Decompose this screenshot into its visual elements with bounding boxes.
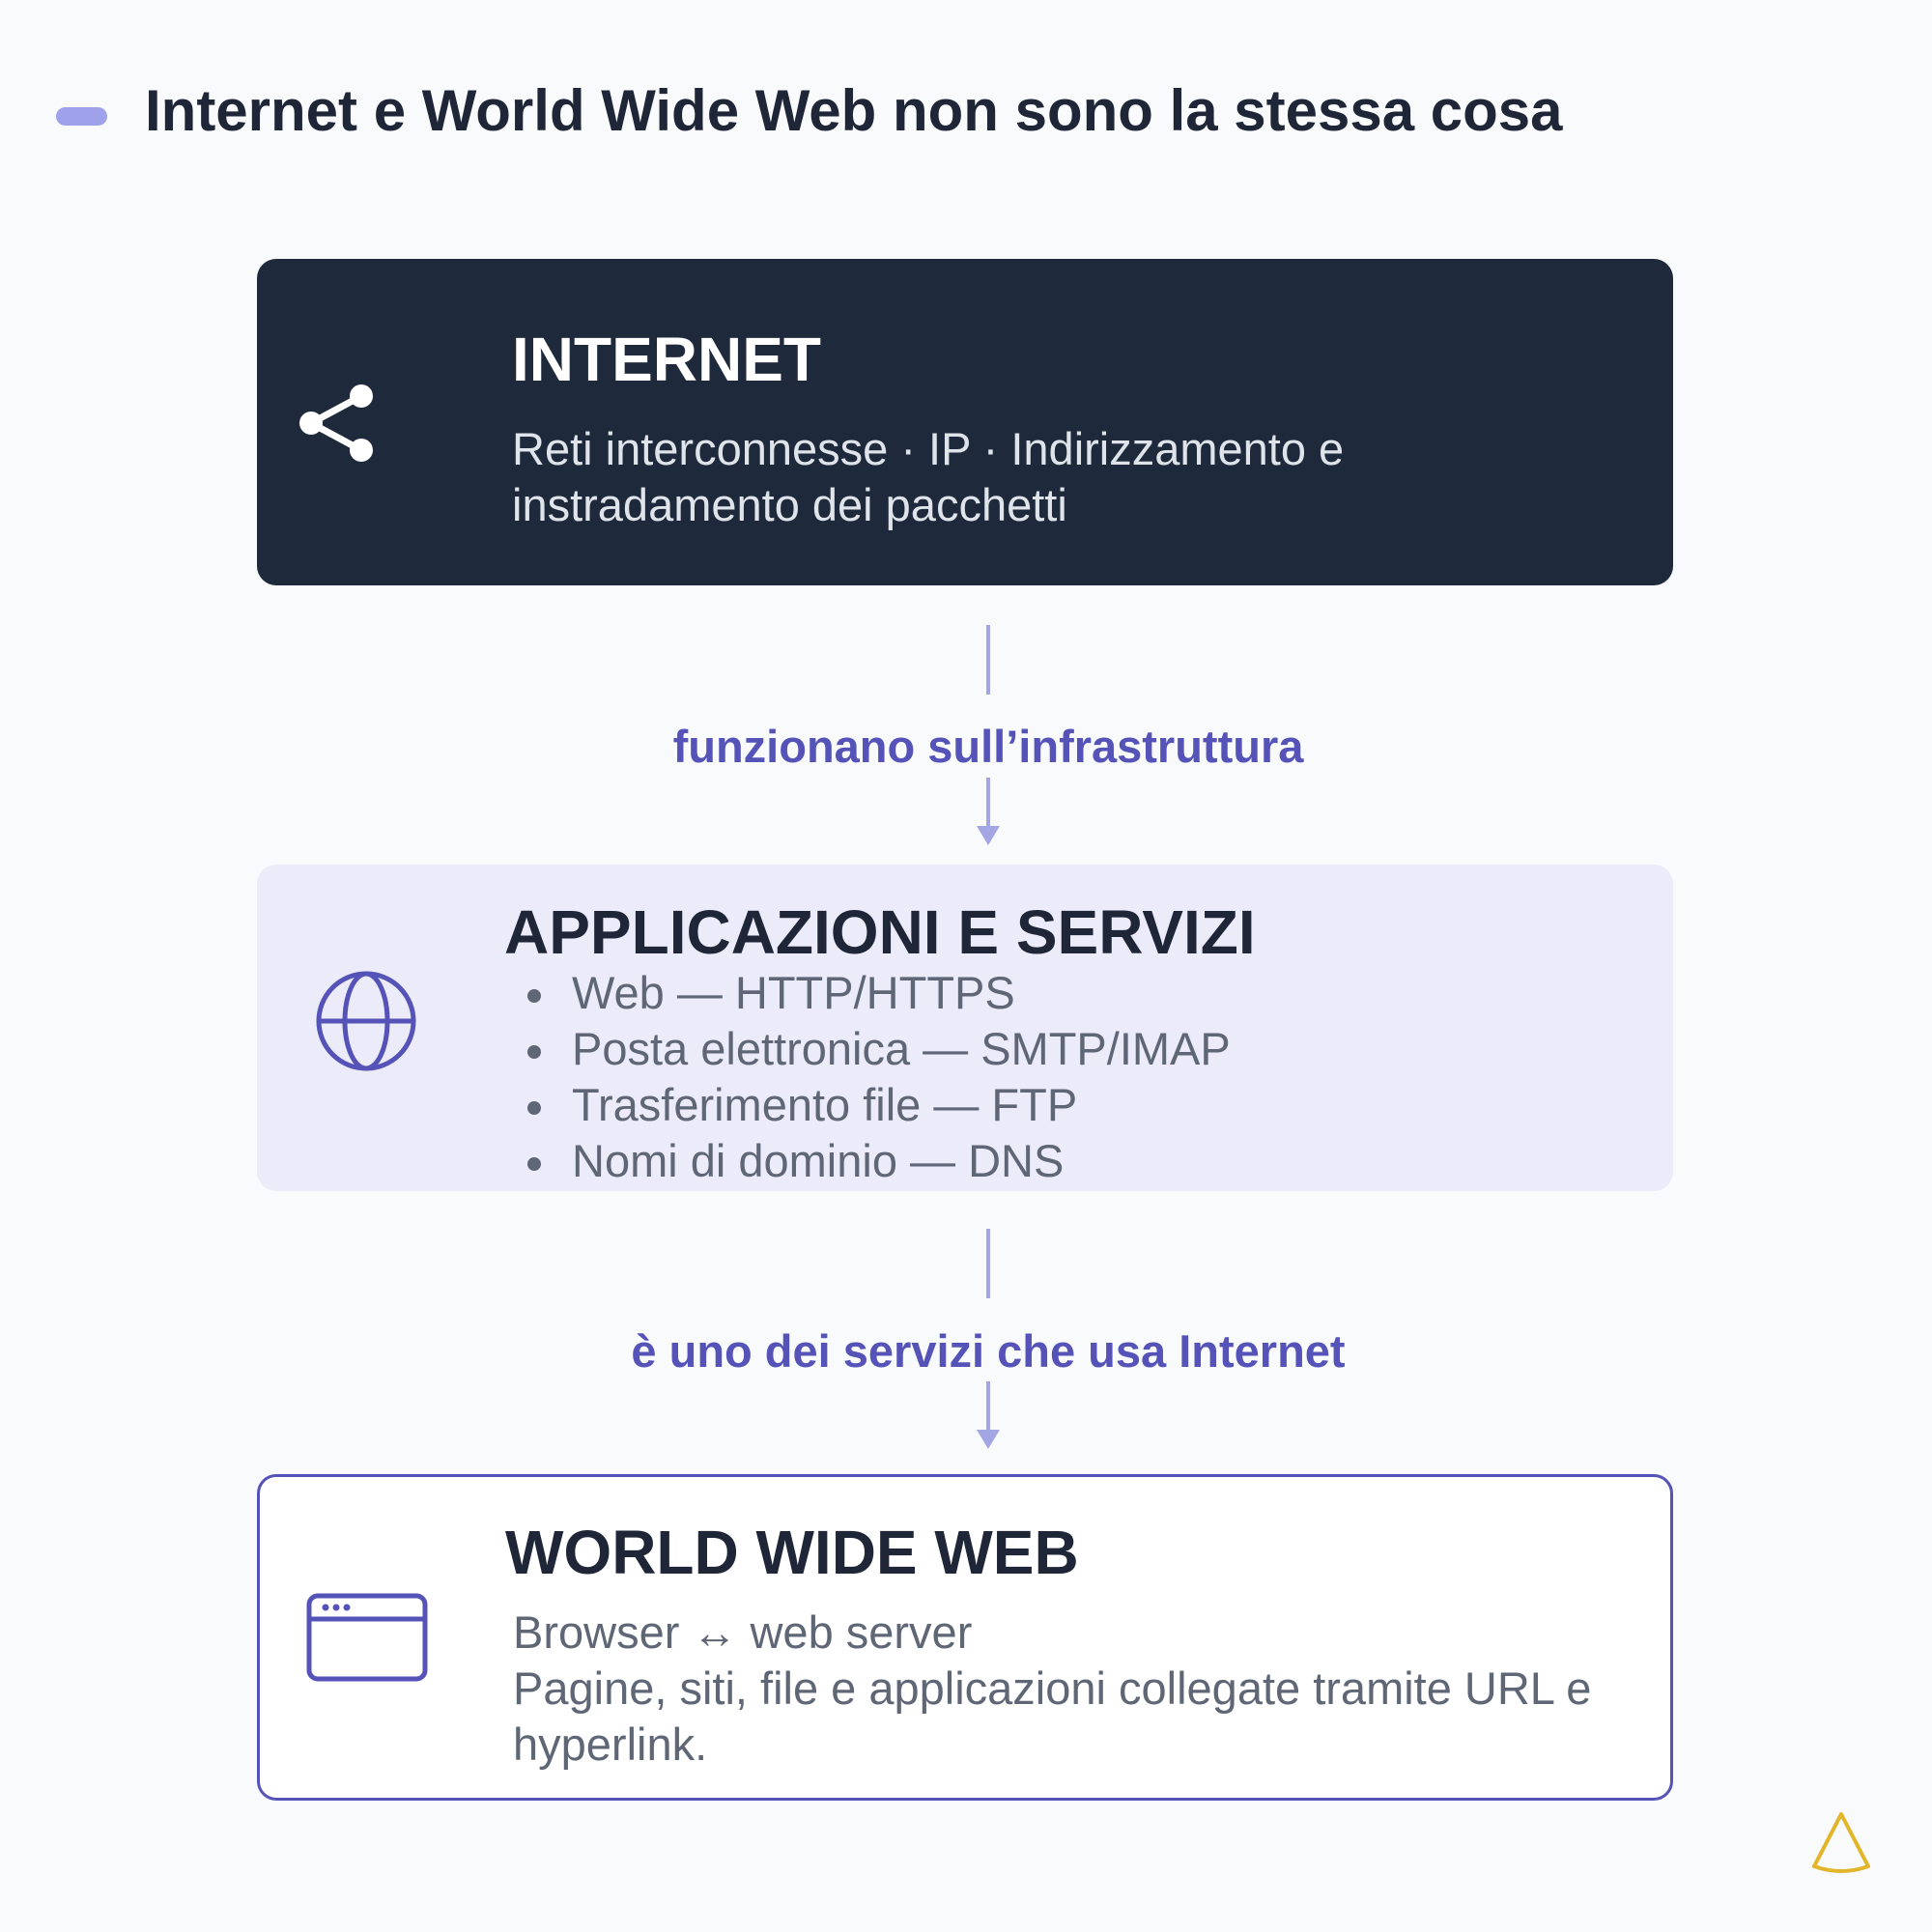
connector-arrowhead-1 [977,826,1000,845]
title-accent-bar [56,107,107,126]
connector-line-bottom-1 [986,778,990,828]
www-title: WORLD WIDE WEB [505,1518,1079,1587]
internet-box: INTERNET Reti interconnesse · IP · Indir… [257,259,1673,585]
www-box: WORLD WIDE WEB Browser ↔ web server Pagi… [257,1474,1673,1801]
connector-arrowhead-2 [977,1430,1000,1449]
apps-list: Web — HTTP/HTTPS Posta elettronica — SMT… [508,965,1231,1189]
www-description: Browser ↔ web server Pagine, siti, file … [513,1605,1624,1773]
connector-label-1: funzionano sull’infrastruttura [672,721,1304,772]
internet-title: INTERNET [512,325,821,394]
apps-box: APPLICAZIONI E SERVIZI Web — HTTP/HTTPS … [257,865,1673,1191]
apps-title: APPLICAZIONI E SERVIZI [504,897,1256,967]
share-icon [292,377,384,474]
list-item: Posta elettronica — SMTP/IMAP [508,1021,1231,1077]
www-description-line-1: Browser ↔ web server [513,1606,973,1658]
connector-line-top-1 [986,625,990,695]
globe-icon [314,969,418,1078]
browser-window-icon [306,1593,428,1687]
page-title: Internet e World Wide Web non sono la st… [145,78,1563,143]
triangle-logo-icon [1806,1808,1876,1883]
list-item: Nomi di dominio — DNS [508,1133,1231,1189]
www-description-line-2: Pagine, siti, file e applicazioni colleg… [513,1662,1592,1770]
list-item: Web — HTTP/HTTPS [508,965,1231,1021]
connector-label-2: è uno dei servizi che usa Internet [631,1325,1346,1377]
connector-line-bottom-2 [986,1381,990,1432]
connector-line-top-2 [986,1229,990,1298]
internet-description: Reti interconnesse · IP · Indirizzamento… [512,423,1345,530]
list-item: Trasferimento file — FTP [508,1077,1231,1133]
